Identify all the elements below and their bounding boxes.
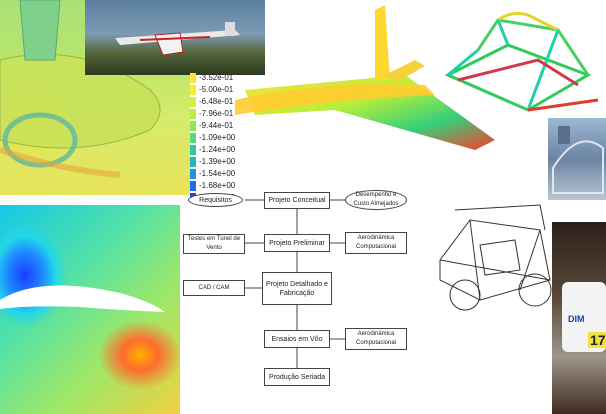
chassis-line-drawing [420, 190, 560, 330]
legend-swatch [190, 145, 196, 155]
flow-desempenho: Desempenho e Custo Almejados [345, 190, 407, 210]
legend-value: -6.48e-01 [199, 97, 234, 106]
legend-value: -1.24e+00 [199, 145, 236, 154]
cfd-airfoil-contour-image [0, 205, 180, 414]
legend-swatch [190, 157, 196, 167]
frame-stress-svg [444, 11, 599, 112]
aircraft-photo-svg [115, 22, 240, 56]
legend-value: -9.44e-01 [199, 121, 234, 130]
race-car-photo: DIM 17 [552, 222, 606, 414]
flow-requisitos: Requisitos [188, 193, 243, 207]
legend-entry: -5.00e-01 [190, 84, 270, 96]
chassis-drawing-svg [439, 204, 552, 311]
legend-entry: -1.39e+00 [190, 156, 270, 168]
flow-projeto-detalhado: Projeto Detalhado e Fabricação [262, 272, 332, 305]
flow-aero-comp-2: Aerodinâmica Computacional [345, 328, 407, 350]
flow-projeto-preliminar: Projeto Preliminar [264, 234, 330, 252]
legend-value: -1.54e+00 [199, 169, 236, 178]
legend-value: -1.39e+00 [199, 157, 236, 166]
flow-cad-cam: CAD / CAM [183, 280, 245, 296]
legend-entry: -1.09e+00 [190, 132, 270, 144]
legend-swatch [190, 121, 196, 131]
flow-producao-seriada: Produção Seriada [264, 368, 330, 386]
legend-entry: -3.52e-01 [190, 72, 270, 84]
legend-entry: -7.96e-01 [190, 108, 270, 120]
legend-swatch [190, 133, 196, 143]
flow-aero-comp-1: Aerodinâmica Computacional [345, 232, 407, 254]
cfd-aircraft-svg [235, 5, 495, 150]
frame-stress-analysis-image [438, 5, 606, 120]
legend-swatch [190, 73, 196, 83]
legend-swatch [190, 85, 196, 95]
cfd-airfoil-svg [0, 285, 165, 312]
legend-entry: -1.54e+00 [190, 168, 270, 180]
legend-entry: -1.24e+00 [190, 144, 270, 156]
legend-entry: -9.44e-01 [190, 120, 270, 132]
cfd-fuselage-svg [0, 0, 161, 178]
legend-value: -1.68e+00 [199, 181, 236, 190]
legend-value: -7.96e-01 [199, 109, 234, 118]
race-car-sponsor: DIM [568, 314, 585, 324]
flow-ensaios-voo: Ensaios em Vôo [264, 330, 330, 348]
legend-value: -3.52e-01 [199, 73, 234, 82]
legend-value: -5.00e-01 [199, 85, 234, 94]
flow-projeto-conceitual: Projeto Conceitual [264, 192, 330, 209]
legend-swatch [190, 181, 196, 191]
legend-swatch [190, 97, 196, 107]
cfd-aircraft-wing-image [175, 0, 505, 180]
race-car-number: 17 [588, 332, 606, 348]
legend-entry: -1.68e+00 [190, 180, 270, 192]
cockpit-photo-svg [552, 126, 604, 194]
legend-entry: -6.48e-01 [190, 96, 270, 108]
flow-testes-tunel: Testes em Túnel de Vento [183, 234, 245, 254]
legend-swatch [190, 169, 196, 179]
legend-value: -1.09e+00 [199, 133, 236, 142]
cockpit-frame-photo [548, 118, 606, 200]
aircraft-flight-photo [85, 0, 265, 75]
legend-swatch [190, 109, 196, 119]
